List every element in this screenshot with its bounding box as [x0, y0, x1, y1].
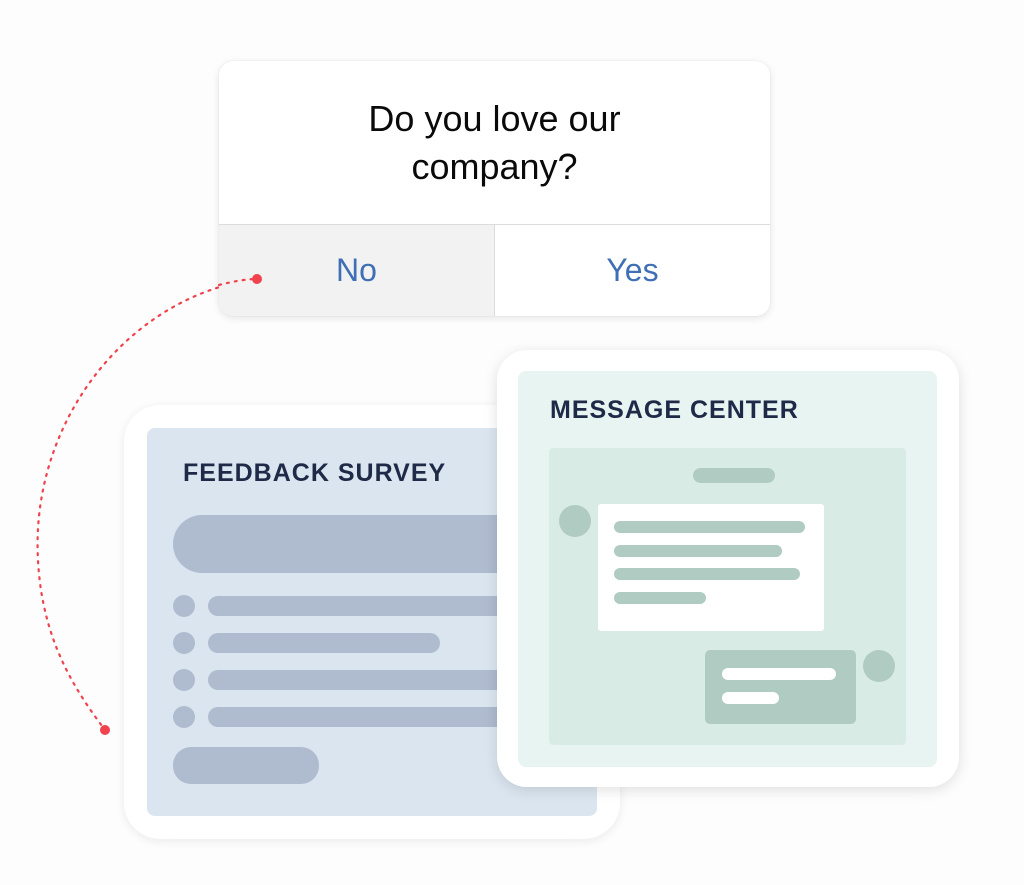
yes-button[interactable]: Yes: [495, 225, 770, 316]
incoming-line-3: [614, 568, 800, 580]
user-avatar: [863, 650, 895, 682]
incoming-line-2: [614, 545, 782, 557]
dialog-question-text: Do you love our company?: [219, 61, 770, 225]
sender-avatar: [559, 505, 591, 537]
dialog-button-row: No Yes: [219, 225, 770, 316]
no-button[interactable]: No: [219, 225, 495, 316]
survey-submit-button[interactable]: [173, 747, 319, 784]
survey-option-2: [208, 633, 440, 653]
message-center-panel: MESSAGE CENTER: [518, 371, 937, 767]
message-thread: [549, 448, 906, 745]
outgoing-message-bubble: [705, 650, 856, 724]
message-center-title: MESSAGE CENTER: [550, 396, 799, 424]
survey-radio-3[interactable]: [173, 669, 195, 691]
feedback-survey-title: FEEDBACK SURVEY: [183, 459, 447, 487]
survey-radio-4[interactable]: [173, 706, 195, 728]
thread-date-label: [693, 468, 775, 483]
message-center-card: MESSAGE CENTER: [497, 350, 959, 787]
incoming-message-bubble: [598, 504, 824, 631]
incoming-line-1: [614, 521, 805, 533]
question-dialog: Do you love our company? No Yes: [219, 61, 770, 316]
connector-end-dot: [100, 725, 110, 735]
incoming-line-4: [614, 592, 706, 604]
survey-radio-1[interactable]: [173, 595, 195, 617]
survey-radio-2[interactable]: [173, 632, 195, 654]
outgoing-line-2: [722, 692, 779, 704]
outgoing-line-1: [722, 668, 836, 680]
